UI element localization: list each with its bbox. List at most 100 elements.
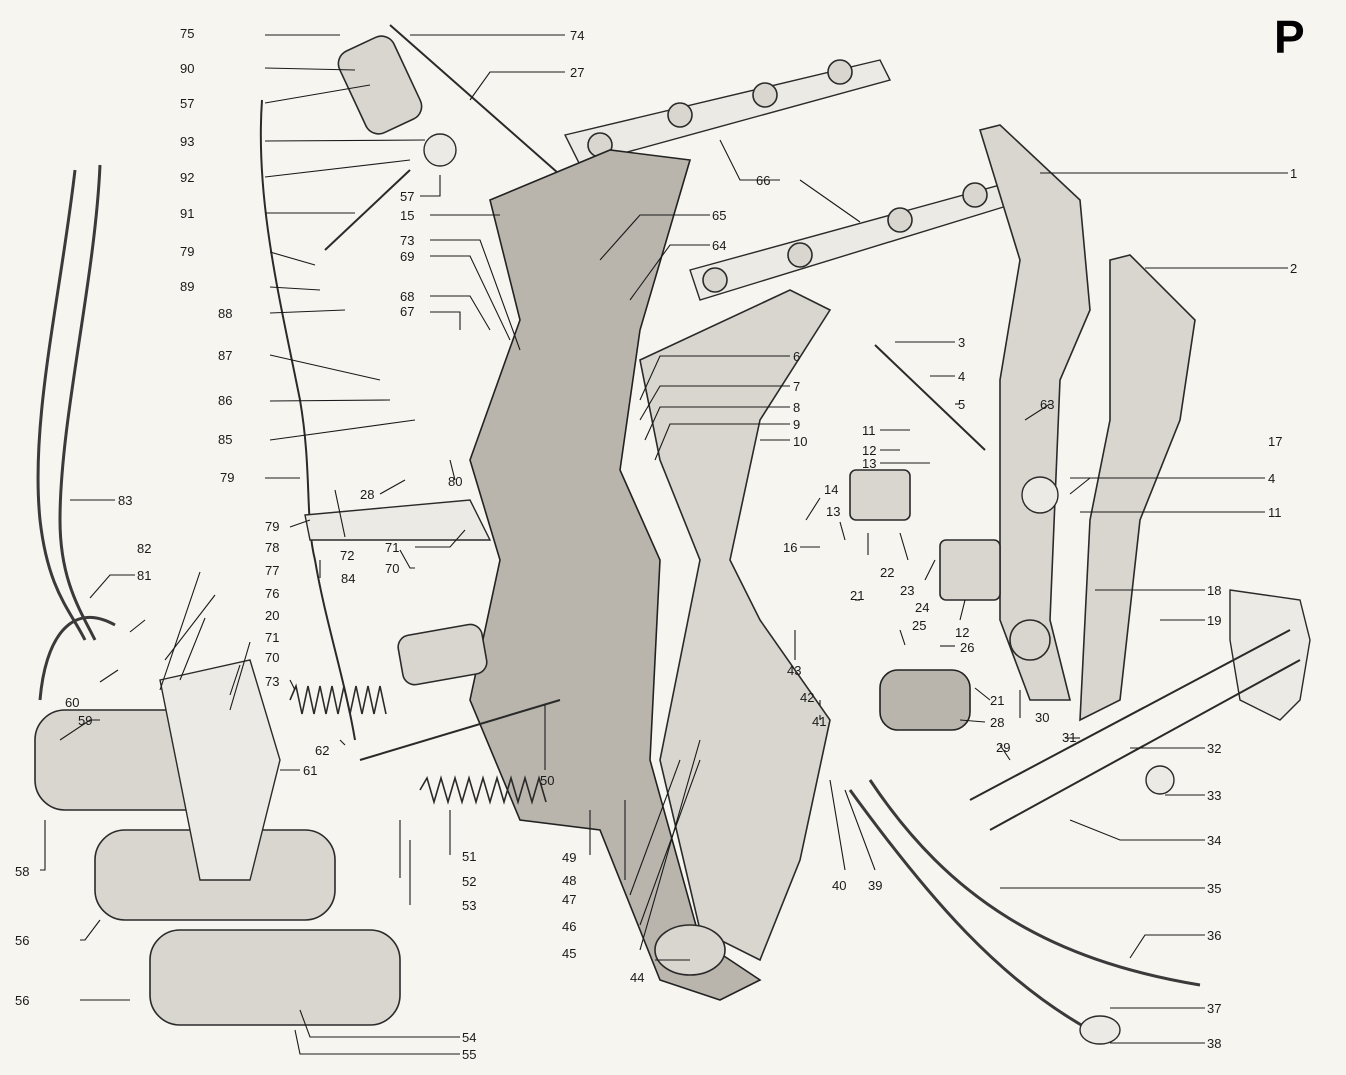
callout-11: 11	[862, 423, 876, 438]
callout-2: 2	[1290, 261, 1297, 276]
callout-7: 7	[793, 379, 800, 394]
master-cylinder-lower	[149, 929, 401, 1026]
cable-36	[868, 779, 1201, 987]
callout-57: 57	[180, 96, 194, 111]
page-letter: P	[1274, 11, 1305, 63]
callout-44: 44	[630, 970, 644, 985]
callout-12: 12	[955, 625, 969, 640]
clevis-block-12	[939, 539, 1001, 601]
return-spring-51	[419, 775, 547, 805]
accelerator-rod-34b	[989, 659, 1301, 831]
callout-37: 37	[1207, 1001, 1221, 1016]
callout-32: 32	[1207, 741, 1221, 756]
callout-10: 10	[793, 434, 807, 449]
spring-73	[289, 683, 387, 715]
cable-35	[848, 789, 1091, 1032]
callout-38: 38	[1207, 1036, 1221, 1051]
callout-47: 47	[562, 892, 576, 907]
brake-hose-83b	[58, 164, 102, 641]
callout-73: 73	[400, 233, 414, 248]
callout-70: 70	[265, 650, 279, 665]
pushrod-cylinder	[397, 623, 488, 686]
callout-80: 80	[448, 474, 462, 489]
callout-63: 63	[1040, 397, 1054, 412]
callout-74: 74	[570, 28, 584, 43]
callout-27: 27	[570, 65, 584, 80]
callout-26: 26	[960, 640, 974, 655]
callout-54: 54	[462, 1030, 476, 1045]
callout-58: 58	[15, 864, 29, 879]
tube-90	[337, 35, 423, 135]
brake-pedal-2	[1079, 254, 1196, 722]
callout-78: 78	[265, 540, 279, 555]
callout-68: 68	[400, 289, 414, 304]
callout-21: 21	[850, 588, 864, 603]
callout-70: 70	[385, 561, 399, 576]
callout-82: 82	[137, 541, 151, 556]
callout-87: 87	[218, 348, 232, 363]
accelerator-rod-34	[969, 629, 1291, 801]
callout-71: 71	[265, 630, 279, 645]
callout-18: 18	[1207, 583, 1221, 598]
callout-73: 73	[265, 674, 279, 689]
callout-34: 34	[1207, 833, 1221, 848]
callout-91: 91	[180, 206, 194, 221]
callout-28: 28	[990, 715, 1004, 730]
callout-56: 56	[15, 993, 29, 1008]
callout-17: 17	[1268, 434, 1282, 449]
callout-33: 33	[1207, 788, 1221, 803]
nut-plate-66-lower	[689, 184, 1011, 301]
callout-75: 75	[180, 26, 194, 41]
callout-93: 93	[180, 134, 194, 149]
callout-83: 83	[118, 493, 132, 508]
callout-85: 85	[218, 432, 232, 447]
callout-66: 66	[756, 173, 770, 188]
callout-76: 76	[265, 586, 279, 601]
callout-56: 56	[15, 933, 29, 948]
callout-4: 4	[958, 369, 965, 384]
callout-55: 55	[462, 1047, 476, 1062]
callout-16: 16	[783, 540, 797, 555]
callout-60: 60	[65, 695, 79, 710]
callout-39: 39	[868, 878, 882, 893]
callout-1: 1	[1290, 166, 1297, 181]
link-plate-50	[359, 699, 561, 761]
callout-49: 49	[562, 850, 576, 865]
callout-11: 11	[1268, 505, 1282, 520]
callout-30: 30	[1035, 710, 1049, 725]
callout-23: 23	[900, 583, 914, 598]
callout-28: 28	[360, 487, 374, 502]
clevis-block-13	[849, 469, 911, 521]
callout-13: 13	[826, 504, 840, 519]
nut-plate-66-upper	[563, 59, 892, 166]
callout-92: 92	[180, 170, 194, 185]
callout-13: 13	[862, 456, 876, 471]
washer-33	[1145, 765, 1175, 795]
callout-65: 65	[712, 208, 726, 223]
bush-17	[1021, 476, 1059, 514]
pedal-box-side-frame	[639, 289, 832, 962]
cable-84	[259, 99, 356, 741]
cylinder-bracket-61	[159, 659, 281, 881]
reservoir-28	[879, 669, 971, 731]
callout-12: 12	[862, 443, 876, 458]
parts-drawing	[34, 24, 1311, 1045]
callout-79: 79	[265, 519, 279, 534]
callout-57: 57	[400, 189, 414, 204]
lever-72	[304, 499, 492, 541]
callout-79: 79	[180, 244, 194, 259]
callout-9: 9	[793, 417, 800, 432]
callout-5: 5	[958, 397, 965, 412]
bolt-91	[324, 169, 411, 251]
callout-42: 42	[800, 690, 814, 705]
callout-84: 84	[341, 571, 355, 586]
callout-64: 64	[712, 238, 726, 253]
callout-62: 62	[315, 743, 329, 758]
callout-31: 31	[1062, 730, 1076, 745]
callout-40: 40	[832, 878, 846, 893]
callout-25: 25	[912, 618, 926, 633]
callout-48: 48	[562, 873, 576, 888]
callout-77: 77	[265, 563, 279, 578]
